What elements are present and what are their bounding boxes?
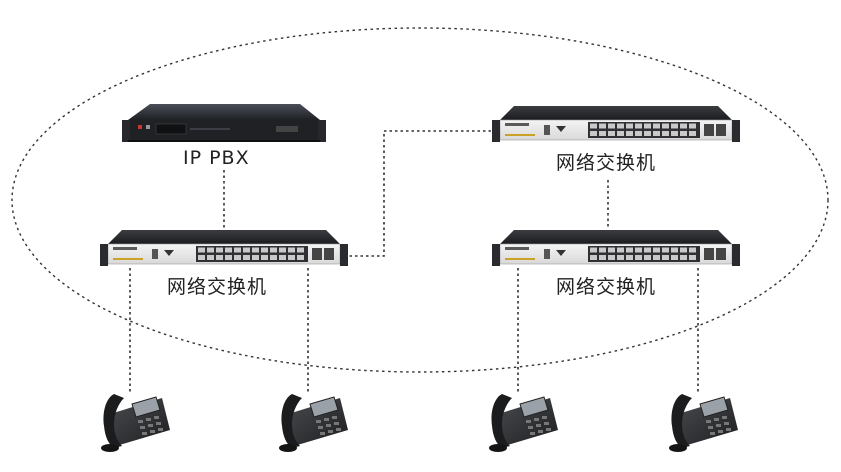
ip-phone-2 [278,393,349,453]
switch-bottom-right-device [491,229,741,267]
network-boundary-ellipse [11,27,829,373]
switch-top-right-device [491,105,741,143]
link-switch-left-switch-top-right [344,130,496,257]
ip-phone-3 [488,393,559,453]
switch-bottom-right-label: 网络交换机 [556,276,657,298]
switch-left-device [99,229,349,267]
switch-top-right-label: 网络交换机 [556,152,657,174]
ip-pbx-device [122,104,326,142]
switch-left-label: 网络交换机 [167,276,268,298]
ip-phone-4 [668,393,739,453]
pbx-label: IP PBX [183,147,250,169]
links-group [129,130,699,392]
ip-phone-1 [100,393,171,453]
